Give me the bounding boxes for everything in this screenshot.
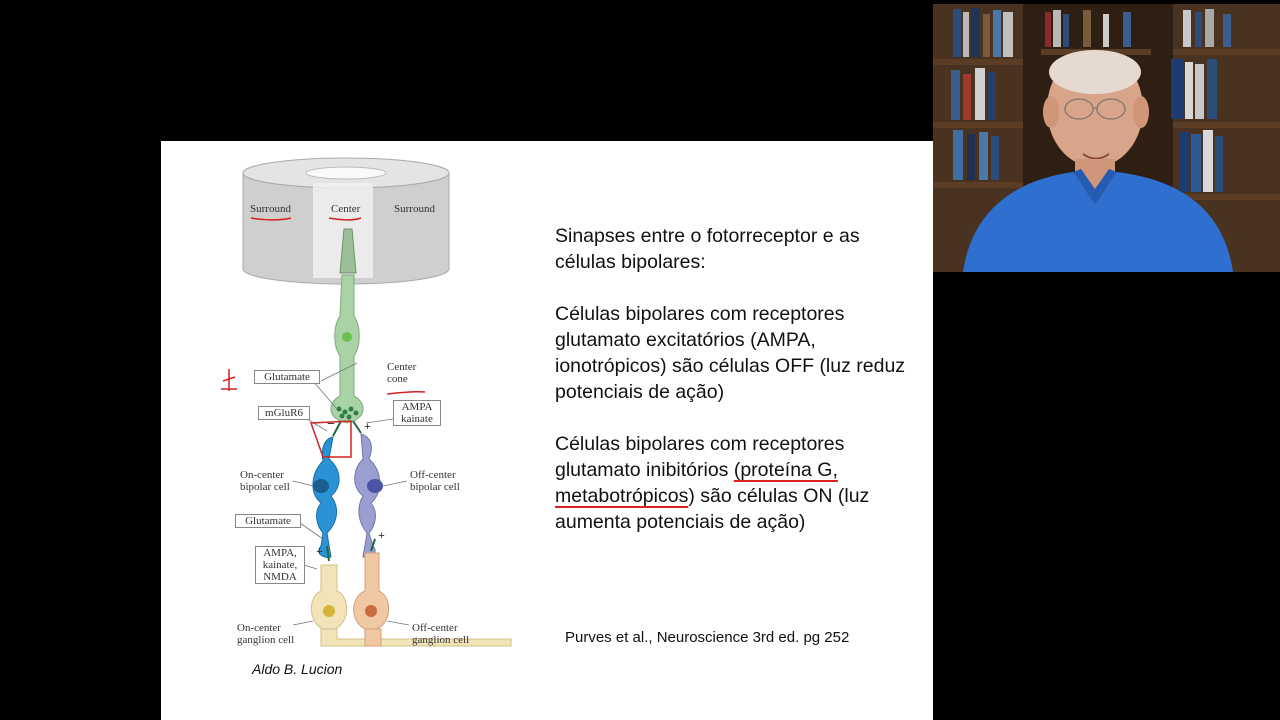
paragraph-ampa: Células bipolares com receptores glutama… bbox=[555, 303, 906, 403]
glutamate-bottom-box: Glutamate bbox=[235, 514, 301, 528]
presenter-video-feed bbox=[933, 4, 1280, 272]
presentation-slide: Surround Center Surround Center cone Glu… bbox=[161, 141, 933, 720]
slide-heading: Sinapses entre o fotorreceptor e as célu… bbox=[555, 225, 860, 273]
diagram-graphic bbox=[221, 157, 512, 647]
ampa-kainate-nmda-box: AMPA, kainate, NMDA bbox=[255, 546, 305, 584]
author-credit: Aldo B. Lucion bbox=[252, 661, 343, 677]
surround-right-label: Surround bbox=[394, 203, 435, 215]
plus-sign-right: + bbox=[378, 528, 385, 542]
plus-sign-left: + bbox=[316, 544, 323, 558]
slide-text: Sinapses entre o fotorreceptor e as célu… bbox=[555, 223, 915, 561]
plus-sign-top: + bbox=[364, 419, 371, 433]
center-label: Center bbox=[331, 203, 361, 215]
presenter-webcam bbox=[933, 4, 1280, 272]
minus-sign: − bbox=[327, 417, 335, 432]
paragraph-g-suffix: ) são células ON (luz aumenta potenciais… bbox=[555, 485, 870, 533]
off-center-bipolar-label: Off-center bipolar cell bbox=[410, 469, 460, 493]
mglur6-box: mGluR6 bbox=[258, 406, 310, 420]
on-center-bipolar-label: On-center bipolar cell bbox=[240, 469, 290, 493]
ampa-kainate-box: AMPA kainate bbox=[393, 400, 441, 426]
metabotropicos-underlined: metabotrópicos bbox=[555, 485, 689, 507]
on-center-ganglion-label: On-center ganglion cell bbox=[237, 622, 295, 646]
center-cone-label: Center cone bbox=[387, 361, 417, 385]
off-center-ganglion-label: Off-center ganglion cell bbox=[412, 622, 470, 646]
proteina-g-underlined: (proteína G, bbox=[733, 459, 838, 481]
glutamate-top-box: Glutamate bbox=[254, 370, 320, 384]
surround-left-label: Surround bbox=[250, 203, 291, 215]
citation: Purves et al., Neuroscience 3rd ed. pg 2… bbox=[565, 629, 850, 646]
retina-synapse-diagram: Surround Center Surround Center cone Glu… bbox=[161, 141, 521, 720]
paragraph-g-protein: Células bipolares com receptores glutama… bbox=[555, 431, 915, 535]
paragraph-g-prefix: Células bipolares com receptores glutama… bbox=[555, 433, 845, 481]
